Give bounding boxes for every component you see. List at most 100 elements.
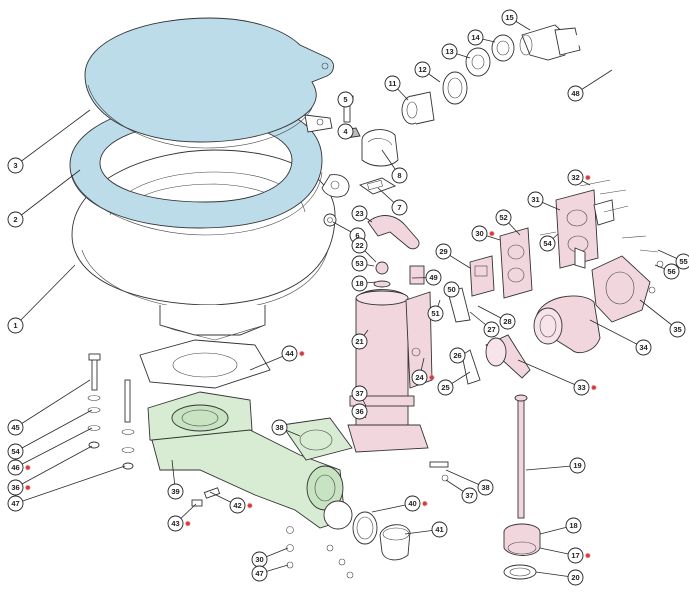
callout-42: 42 ✹ <box>229 497 254 514</box>
callout-bubble <box>391 167 408 184</box>
callout-bubble <box>527 191 544 208</box>
callout-47: 47 <box>7 495 24 512</box>
seal-parts <box>358 129 399 195</box>
callout-bubble <box>167 515 184 532</box>
callout-30a: 30✹ <box>471 225 496 242</box>
leader-line-46 <box>15 427 93 468</box>
callout-number: 49 <box>429 273 437 282</box>
service-star-icon: ✹ <box>489 230 496 239</box>
callout-number: 51 <box>431 309 439 318</box>
callout-50: 50 <box>443 281 460 298</box>
callout-27: 27 <box>483 321 500 338</box>
callout-17: 17✹ <box>567 547 592 564</box>
callout-number: 20 <box>571 573 579 582</box>
callout-bubble <box>663 263 680 280</box>
callout-number: 5 <box>343 95 347 104</box>
callout-number: 7 <box>397 203 401 212</box>
callout-bubble <box>411 369 428 386</box>
callout-bubble <box>167 483 184 500</box>
base-body <box>151 429 346 529</box>
callout-number: 17 <box>571 551 579 560</box>
callout-number: 24 <box>415 373 424 382</box>
callout-bubble <box>251 565 268 582</box>
callout-number: 47 <box>255 569 263 578</box>
valve-plates <box>469 189 615 299</box>
service-star-icon: ✹ <box>247 502 254 511</box>
leader-line-47 <box>15 465 126 504</box>
callout-40: 40 ✹ <box>404 495 429 512</box>
callout-52: 52 <box>495 209 512 226</box>
callout-bubble <box>337 123 354 140</box>
callout-46: 46✹ <box>7 459 32 476</box>
callout-bubble <box>351 403 368 420</box>
callout-bubble <box>351 275 368 292</box>
callout-24: 24✹ <box>411 369 436 386</box>
callout-54b: 54 <box>7 443 24 460</box>
screws-right <box>539 179 664 294</box>
callout-49: 49 <box>425 269 442 286</box>
callout-number: 8 <box>397 171 401 180</box>
callout-bubble <box>431 521 448 538</box>
callout-number: 42 <box>233 501 241 510</box>
callout-bubble <box>229 497 246 514</box>
service-star-icon: ✹ <box>299 350 306 359</box>
callout-bubble <box>404 495 421 512</box>
callout-37a: 37 <box>351 385 368 402</box>
callout-bubble <box>7 459 24 476</box>
callout-number: 18 <box>355 279 363 288</box>
callout-number: 40 <box>408 499 416 508</box>
callout-number: 18 <box>569 521 577 530</box>
callout-bubble <box>461 487 478 504</box>
callout-bubble <box>565 517 582 534</box>
callout-number: 55 <box>679 257 687 266</box>
callout-bubble <box>567 569 584 586</box>
pump-handle <box>367 215 420 250</box>
callout-38a: 38 <box>477 479 494 496</box>
callout-18a: 18 <box>351 275 368 292</box>
callout-number: 35 <box>673 325 681 334</box>
callout-bubble <box>7 419 24 436</box>
callout-23: 23 <box>351 205 368 222</box>
callout-53: 53 <box>351 255 368 272</box>
callout-bubble <box>467 29 484 46</box>
callout-bubble <box>351 205 368 222</box>
leader-line-3 <box>15 109 91 166</box>
callout-8: 8 <box>391 167 408 184</box>
callout-number: 26 <box>453 351 461 360</box>
callout-number: 13 <box>445 47 453 56</box>
callout-bubble <box>7 317 24 334</box>
callout-number: 6 <box>355 231 359 240</box>
service-star-icon: ✹ <box>422 500 429 509</box>
callout-1: 1 <box>7 317 24 334</box>
callout-32: 32✹ <box>567 169 592 186</box>
callout-bubble <box>271 419 288 436</box>
outlet-parts <box>485 255 651 379</box>
callout-bubble <box>501 9 518 26</box>
leader-line-2 <box>15 169 81 220</box>
callout-36a: 36 <box>351 403 368 420</box>
leader-line-1 <box>15 264 76 326</box>
callout-bubble <box>675 253 689 270</box>
callout-number: 28 <box>503 317 511 326</box>
callout-number: 54 <box>543 239 552 248</box>
callout-18b: 18 <box>565 517 582 534</box>
callout-44: 44✹ <box>281 345 306 362</box>
callout-36b: 36✹ <box>7 479 32 496</box>
callout-number: 36 <box>11 483 19 492</box>
callout-bubble <box>569 457 586 474</box>
callout-bubble <box>7 479 24 496</box>
callout-bubble <box>351 385 368 402</box>
callout-35: 35 <box>669 321 686 338</box>
callout-bubble <box>281 345 298 362</box>
callout-bubble <box>567 169 584 186</box>
callout-number: 19 <box>573 461 581 470</box>
callout-number: 53 <box>355 259 363 268</box>
callout-number: 4 <box>343 127 348 136</box>
callout-bubble <box>483 321 500 338</box>
callout-number: 50 <box>447 285 455 294</box>
callout-bubble <box>471 225 488 242</box>
toilet-lid <box>84 17 334 149</box>
pump-assembly <box>347 215 481 453</box>
callout-3: 3 <box>7 157 24 174</box>
